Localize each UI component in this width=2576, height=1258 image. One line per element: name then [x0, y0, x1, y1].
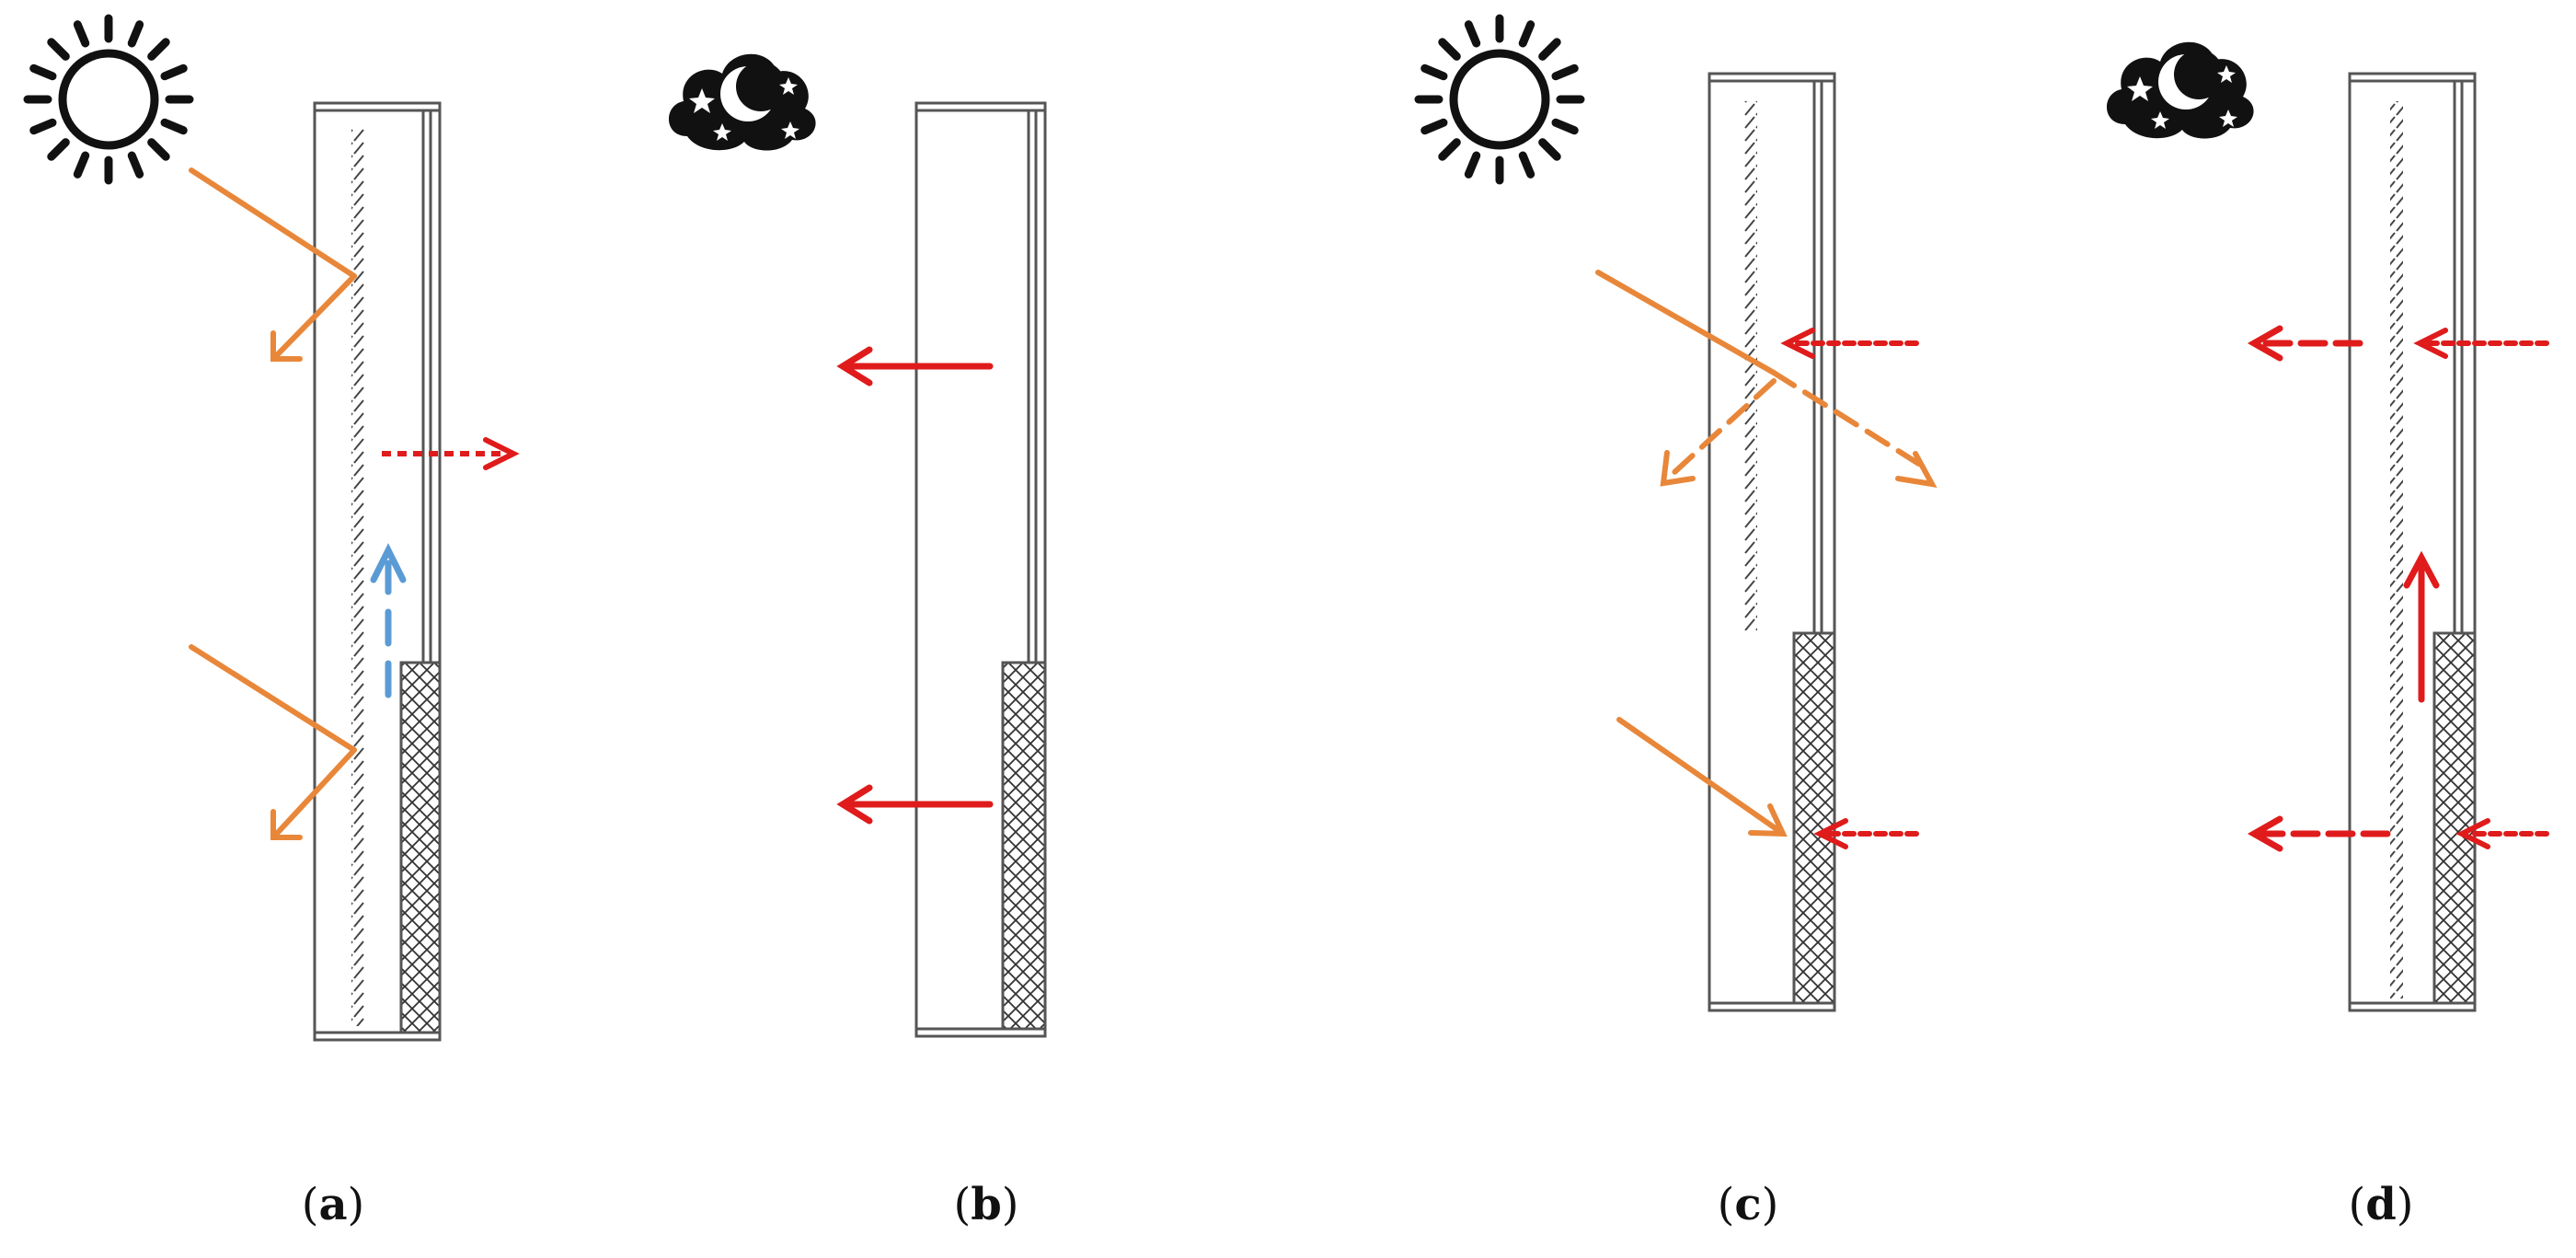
panel-a	[28, 18, 520, 1042]
caption-d: (d)	[2348, 1179, 2413, 1230]
pcm-storage-c	[1792, 631, 1836, 1005]
pcm-storage-b	[1001, 661, 1047, 1031]
absorber-glass-d	[2390, 101, 2403, 998]
heat-arrow-d-bottom-inner	[2455, 818, 2549, 849]
caption-c: (c)	[1718, 1179, 1779, 1230]
panel-c	[1419, 18, 1938, 1012]
heat-arrow-d-top-inner	[2413, 328, 2549, 359]
heat-arrow-c-top	[1780, 328, 1919, 359]
solar-ray-c-bottom	[1616, 717, 1788, 837]
heat-arrow-d-bottom-outer	[2247, 815, 2391, 852]
panel-d	[2106, 41, 2549, 1012]
heat-arrow-c-bottom	[1813, 818, 1919, 849]
caption-a: (a)	[302, 1179, 365, 1230]
moon-cloud-icon	[668, 53, 816, 151]
sun-icon	[1419, 18, 1581, 180]
caption-b: (b)	[953, 1179, 1018, 1230]
wall-b	[914, 101, 1047, 1038]
absorber-glass-c	[1744, 101, 1757, 630]
pcm-storage-d	[2432, 631, 2477, 1005]
wall-d	[2348, 72, 2477, 1012]
solar-ray-a-bottom	[189, 644, 357, 840]
heat-arrow-a	[382, 437, 520, 470]
air-arrow-a	[370, 543, 407, 698]
wall-a	[313, 101, 442, 1042]
panel-b	[668, 53, 1047, 1038]
air-arrow-d	[2403, 550, 2440, 703]
pcm-storage-a	[399, 661, 442, 1034]
sun-icon	[28, 18, 190, 180]
moon-cloud-icon	[2106, 41, 2254, 139]
heat-loss-arrow-b-top	[836, 346, 994, 387]
solar-ray-a-top	[189, 167, 357, 362]
solar-ray-c-top	[1595, 270, 1938, 488]
heat-arrow-d-top-outer	[2247, 325, 2363, 362]
absorber-glass-a	[351, 129, 364, 1026]
heat-loss-arrow-b-bottom	[836, 784, 994, 825]
